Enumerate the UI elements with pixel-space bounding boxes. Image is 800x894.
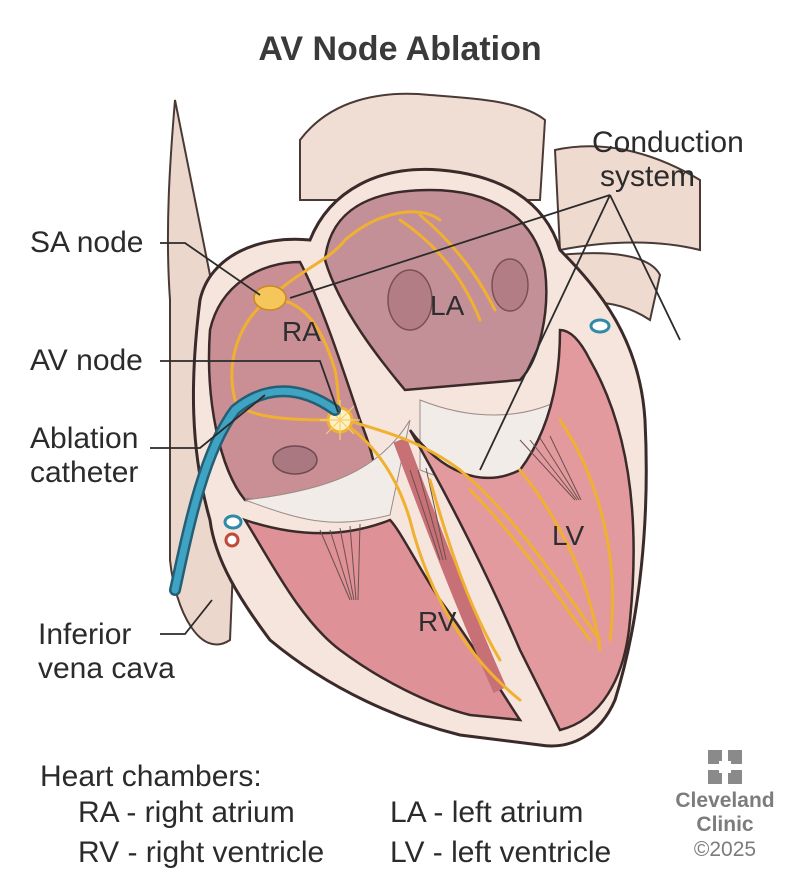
logo-name-line1: Cleveland: [675, 789, 775, 812]
ablation-catheter-label: Ablation catheter: [30, 422, 139, 489]
left-atrium-chamber: [323, 188, 548, 392]
cleveland-clinic-logo: Cleveland Clinic ©2025: [675, 750, 775, 863]
chamber-label-rv: RV: [418, 606, 457, 637]
logo-name-line2: Clinic: [696, 813, 754, 836]
copyright: ©2025: [693, 838, 757, 861]
av-node-label: AV node: [30, 344, 143, 377]
conduction-system-label: Conduction system: [592, 126, 744, 193]
chamber-label-la: LA: [430, 290, 465, 321]
left-ventricle-wall: [408, 328, 635, 732]
cleveland-clinic-logo-icon: [708, 750, 742, 784]
legend-item-lv: LV - left ventricle: [390, 836, 612, 869]
sa-node-label: SA node: [30, 226, 144, 259]
chamber-label-ra: RA: [282, 316, 321, 347]
inferior-vena-cava-label: Inferior vena cava: [38, 618, 175, 685]
diagram-title: AV Node Ablation: [258, 30, 542, 68]
sa-node-mark: [253, 285, 287, 311]
legend-item-ra: RA - right atrium: [78, 796, 295, 829]
chamber-label-lv: LV: [552, 520, 585, 551]
legend-item-la: LA - left atrium: [390, 796, 584, 829]
legend-item-rv: RV - right ventricle: [78, 836, 325, 869]
leader-lines: [150, 194, 681, 635]
legend-heading: Heart chambers:: [40, 760, 262, 793]
